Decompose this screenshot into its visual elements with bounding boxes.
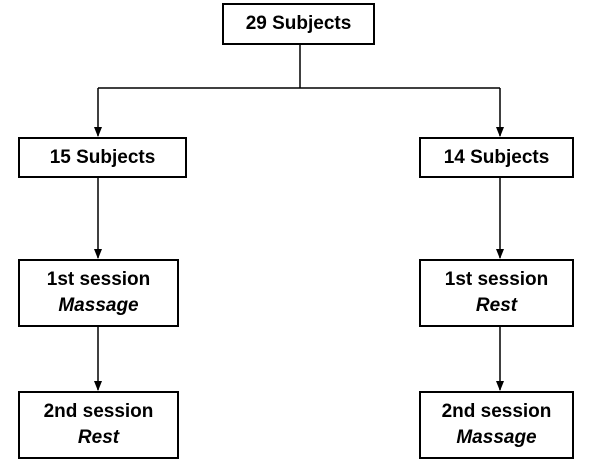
- total-subjects-label: 29 Subjects: [245, 13, 352, 34]
- group-2-session-1-treatment: Rest: [475, 295, 518, 316]
- group-2-box: 14 Subjects: [419, 137, 574, 178]
- group-2-session-2-box: 2nd session Massage: [419, 391, 574, 459]
- group-2-session-1-box: 1st session Rest: [419, 259, 574, 327]
- group-1-session-2-box: 2nd session Rest: [18, 391, 179, 459]
- group-1-session-2-treatment: Rest: [77, 427, 120, 448]
- group-2-session-2-title: 2nd session: [441, 401, 552, 422]
- group-1-session-2-title: 2nd session: [43, 401, 154, 422]
- group-1-session-1-box: 1st session Massage: [18, 259, 179, 327]
- group-1-label: 15 Subjects: [49, 146, 156, 168]
- group-1-session-1-title: 1st session: [46, 269, 151, 290]
- group-1-session-1-treatment: Massage: [58, 295, 139, 316]
- group-1-box: 15 Subjects: [18, 137, 187, 178]
- group-2-label: 14 Subjects: [443, 146, 550, 168]
- group-2-session-1-title: 1st session: [444, 269, 549, 290]
- group-2-session-2-treatment: Massage: [456, 427, 537, 448]
- total-subjects-box: 29 Subjects: [222, 3, 375, 45]
